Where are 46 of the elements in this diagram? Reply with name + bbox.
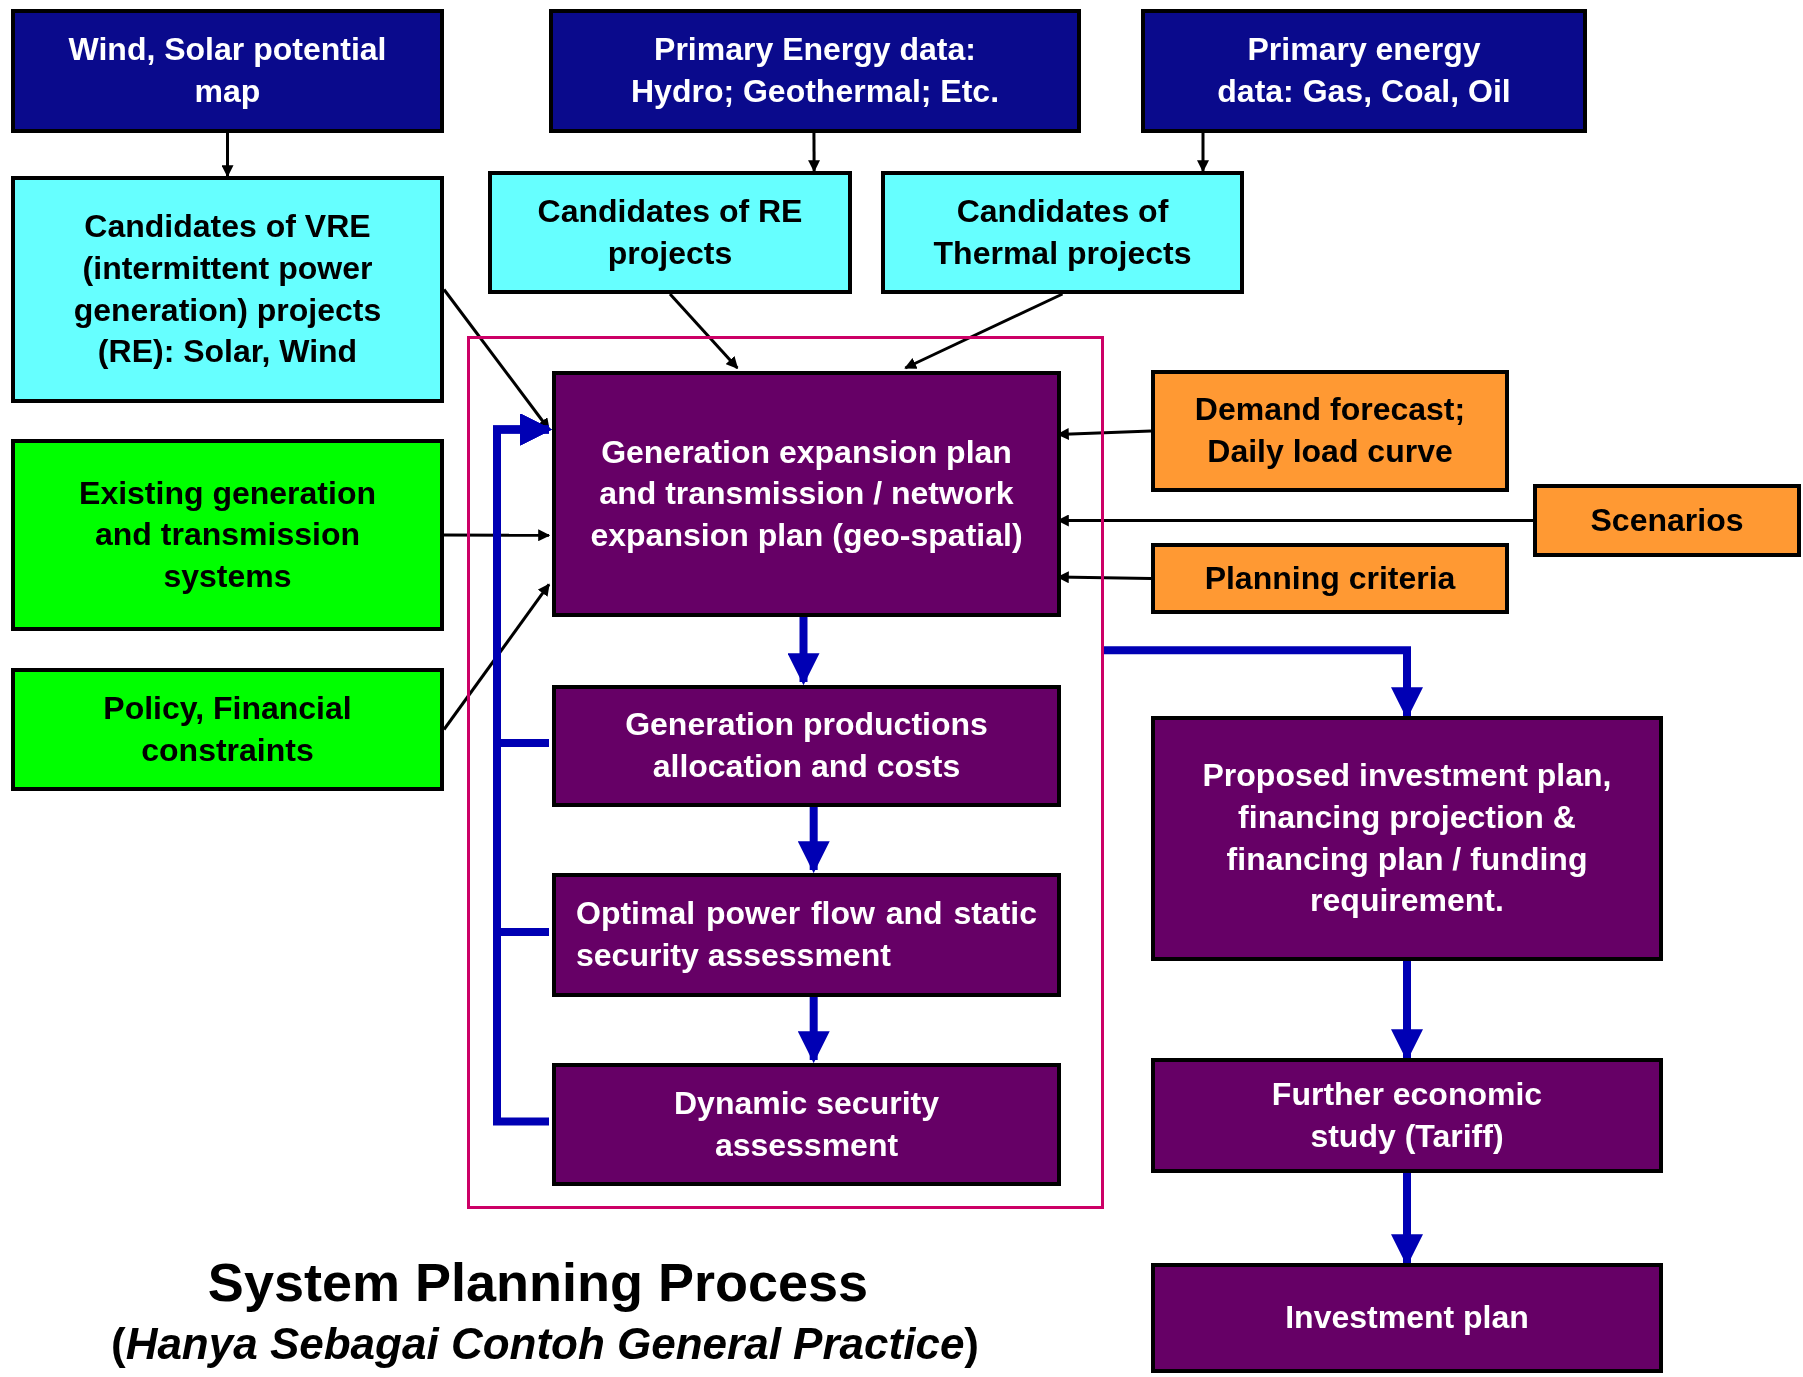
- node-text: Optimal power flow and static security assessment: [575, 894, 1038, 975]
- group-frame: [467, 336, 1104, 1209]
- diagram-title: System Planning Process: [206, 1251, 870, 1314]
- constraint-box: [11, 668, 444, 791]
- arrow: [1197, 133, 1209, 173]
- arrow: [904, 292, 1064, 370]
- arrow: [808, 133, 821, 173]
- node-text: Candidates of VRE (intermittent power generation) projects (RE): Solar, Wind: [72, 207, 383, 372]
- arrow: [444, 529, 551, 542]
- arrow: [221, 133, 234, 178]
- arrow: [668, 293, 739, 369]
- candidate-box: [881, 171, 1244, 294]
- process-box: [552, 685, 1061, 807]
- source-box: [11, 9, 444, 133]
- node-text: Candidates of Thermal projects: [932, 191, 1193, 273]
- candidate-box: [488, 171, 852, 294]
- node-text: Dynamic security assessment: [673, 1083, 940, 1165]
- node-text: Wind, Solar potential map: [67, 30, 388, 111]
- diagram-caption: (Hanya Sebagai Contoh General Practice): [109, 1318, 980, 1370]
- node-text: Generation productions allocation and costs: [624, 705, 989, 786]
- node-text: Candidates of RE projects: [536, 191, 804, 273]
- input-box: [1533, 484, 1801, 557]
- process-box: [552, 1063, 1061, 1186]
- node-text: Proposed investment plan, financing projection & financing plan / funding requirement.: [1201, 756, 1613, 921]
- process-box: [552, 873, 1061, 997]
- node-text: Existing generation and transmission systems: [78, 473, 377, 596]
- node-text: Generation expansion plan and transmission / network expansion plan (geo-spatial): [589, 432, 1024, 555]
- candidate-box: [11, 176, 444, 403]
- node-text: Policy, Financial constraints: [102, 688, 353, 770]
- process-box: [552, 371, 1061, 617]
- source-box: [1141, 9, 1587, 133]
- node-text: Further economic study (Tariff): [1270, 1074, 1544, 1156]
- node-text: Planning criteria: [1204, 558, 1456, 598]
- process-box: [1151, 716, 1663, 961]
- node-text: Scenarios: [1590, 500, 1744, 540]
- source-box: [549, 9, 1081, 133]
- input-box: [1151, 543, 1509, 614]
- node-text: Demand forecast; Daily load curve: [1193, 390, 1467, 471]
- arrow: [493, 413, 553, 1126]
- node-text: Investment plan: [1285, 1298, 1529, 1338]
- node-text: Primary energy data: Gas, Coal, Oil: [1216, 30, 1512, 111]
- process-box: [1151, 1058, 1663, 1173]
- constraint-box: [11, 439, 444, 631]
- node-text: Primary Energy data: Hydro; Geothermal; Etc.: [629, 30, 1001, 111]
- input-box: [1151, 370, 1509, 492]
- process-box: [1151, 1263, 1663, 1373]
